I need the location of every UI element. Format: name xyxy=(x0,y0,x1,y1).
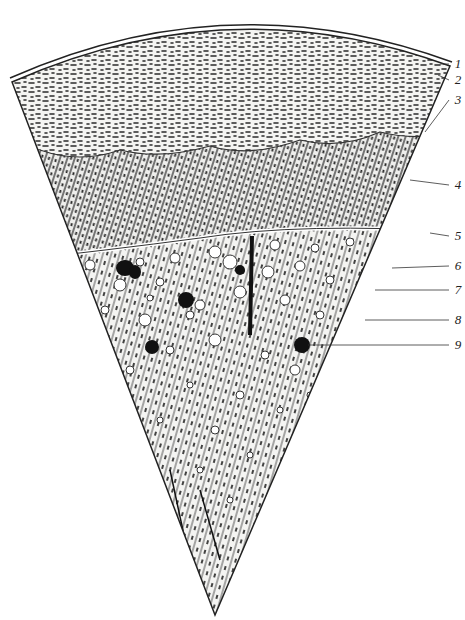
callout-number: 9 xyxy=(455,338,462,352)
callout-number: 8 xyxy=(455,313,462,327)
callout-number: 7 xyxy=(455,283,462,297)
callout-number: 5 xyxy=(455,229,462,243)
callout-number: 1 xyxy=(455,57,462,71)
callout-number: 4 xyxy=(455,178,462,192)
callout-number: 6 xyxy=(455,259,462,273)
callout-number: 2 xyxy=(455,73,462,87)
callout-number: 3 xyxy=(455,93,462,107)
